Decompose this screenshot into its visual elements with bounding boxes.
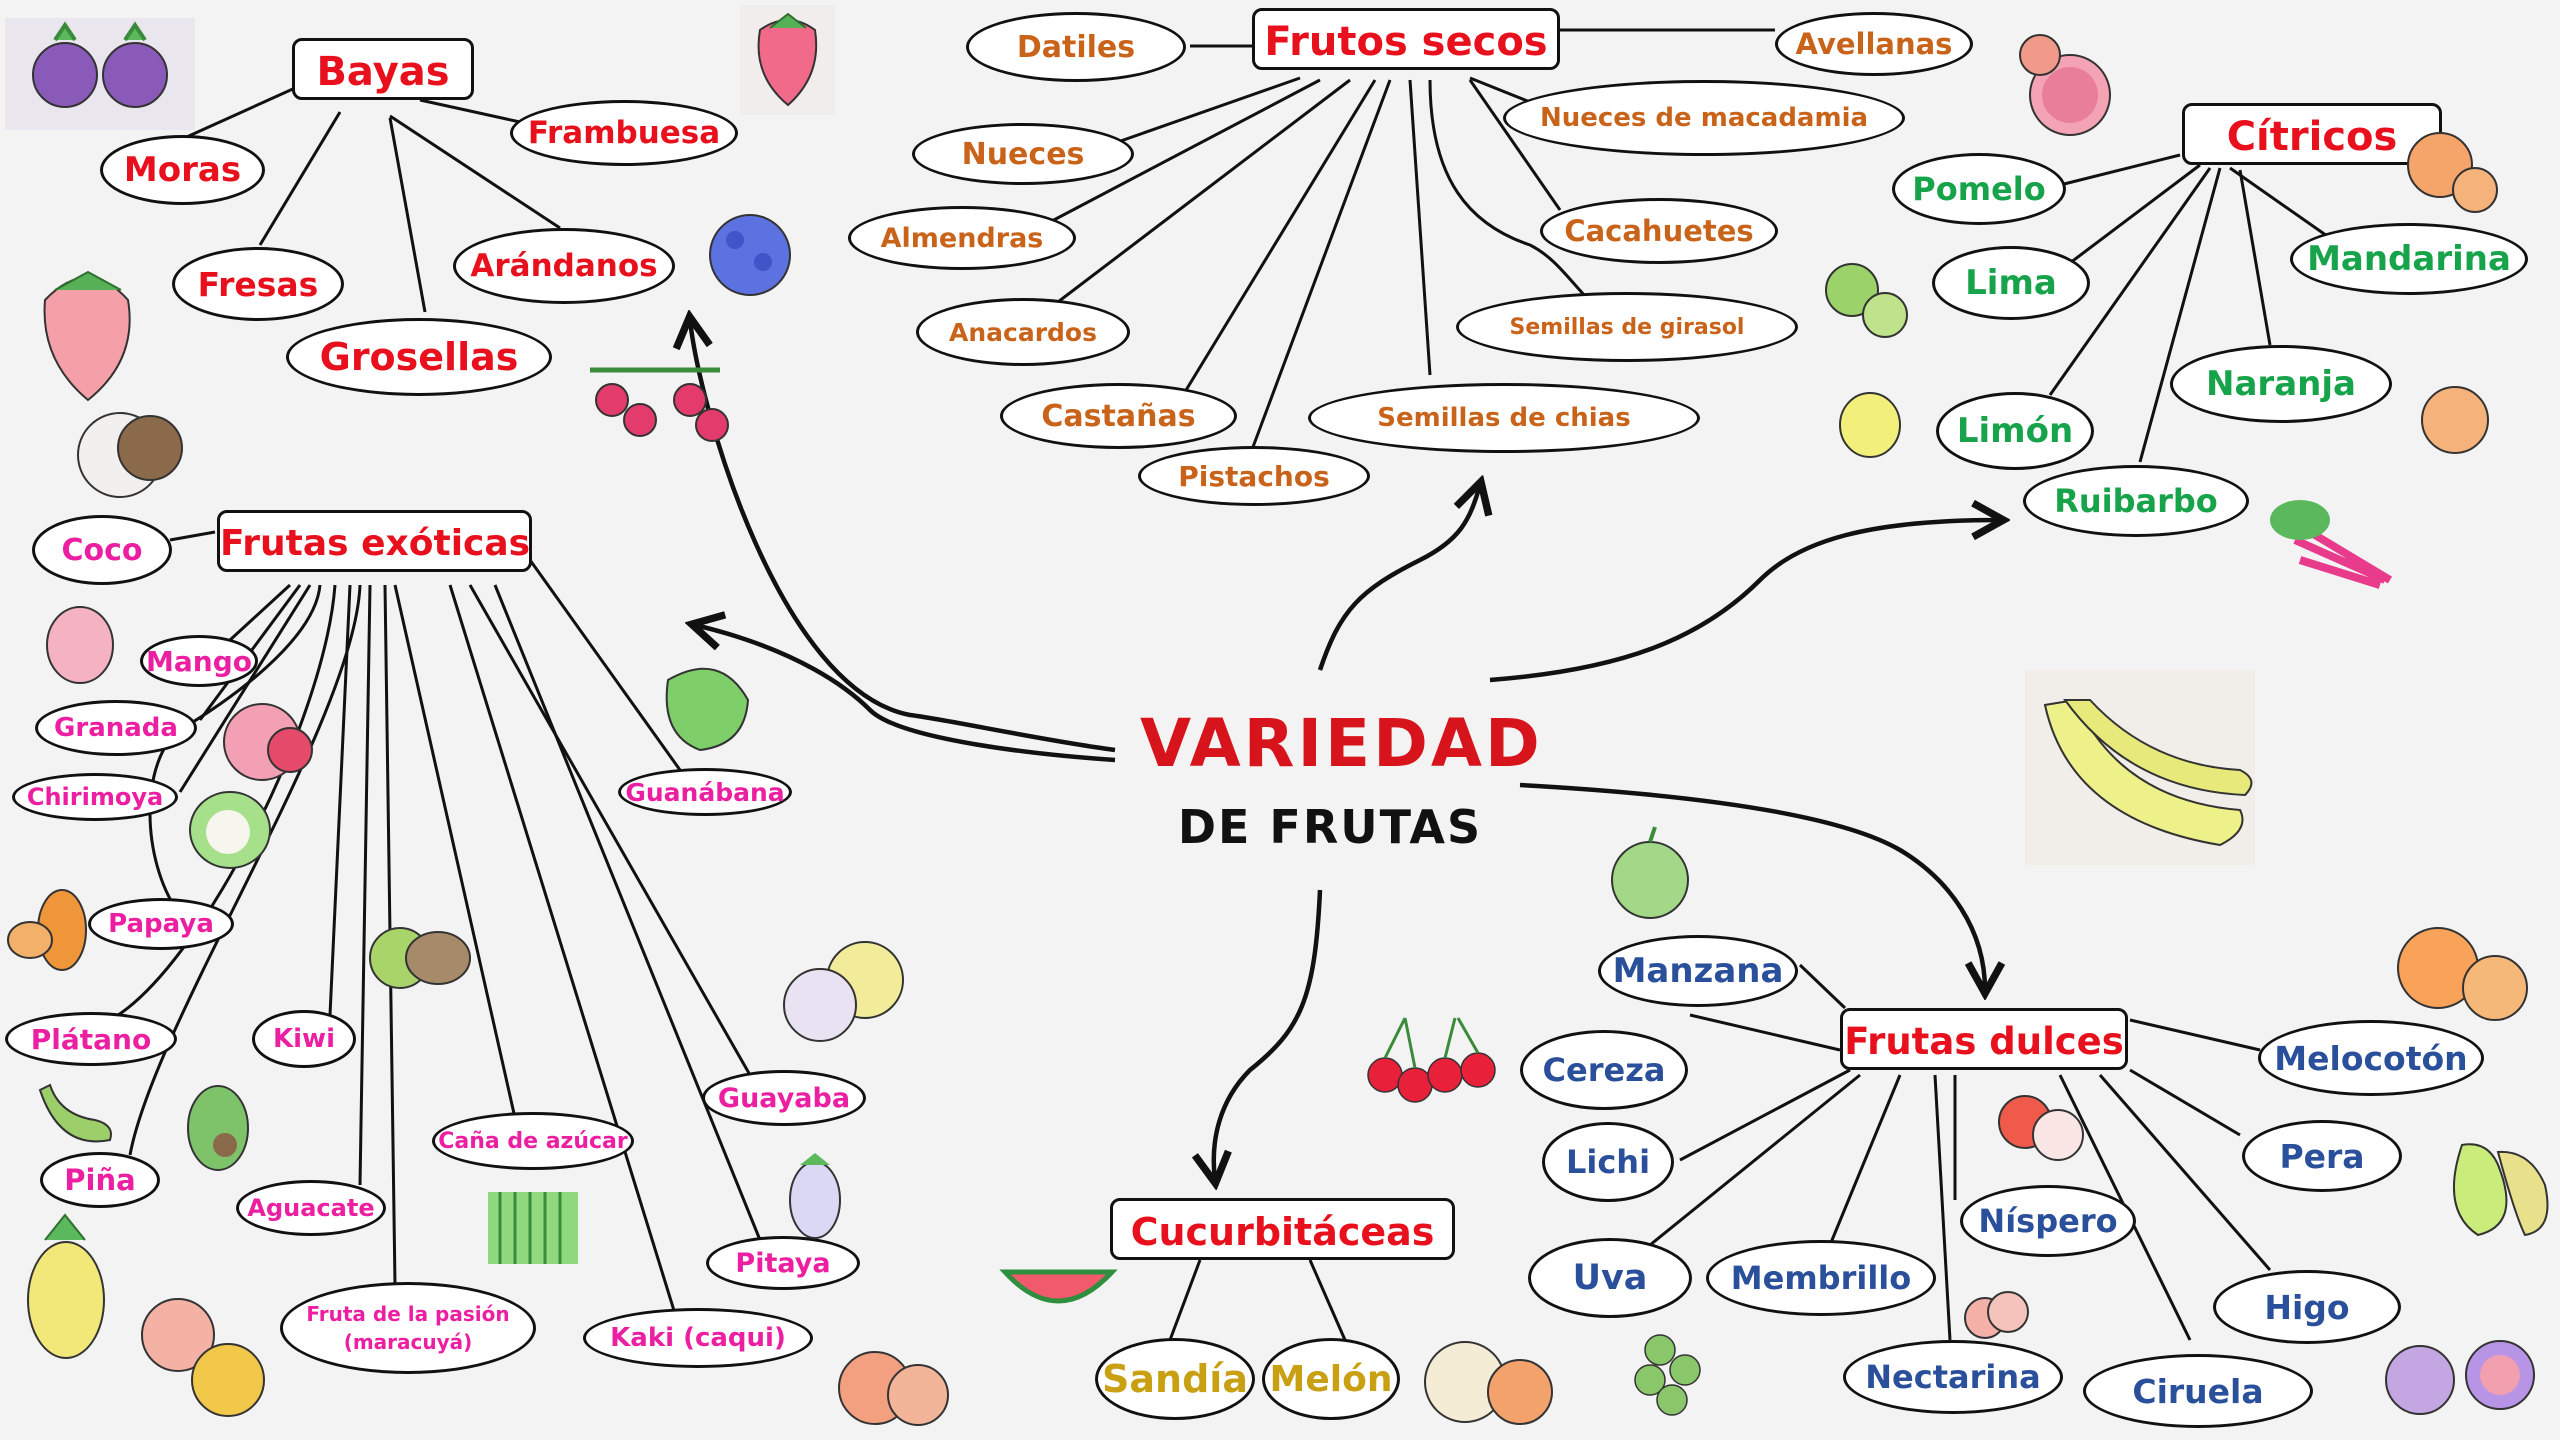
leaf-cereza[interactable]: Cereza bbox=[1520, 1030, 1688, 1110]
leaf-arandanos[interactable]: Arándanos bbox=[453, 228, 675, 304]
leaf-nueces-macadamia[interactable]: Nueces de macadamia bbox=[1503, 80, 1905, 156]
leaf-aguacate[interactable]: Aguacate bbox=[236, 1180, 386, 1236]
leaf-moras[interactable]: Moras bbox=[100, 135, 265, 205]
leaf-cacahuetes[interactable]: Cacahuetes bbox=[1540, 198, 1778, 264]
leaf-papaya[interactable]: Papaya bbox=[88, 898, 234, 950]
leaf-melocoton[interactable]: Melocotón bbox=[2258, 1020, 2484, 1096]
leaf-kiwi[interactable]: Kiwi bbox=[252, 1010, 356, 1068]
leaf-higo[interactable]: Higo bbox=[2213, 1270, 2401, 1344]
leaf-fruta-pasion-line2: (maracuyá) bbox=[343, 1330, 473, 1354]
leaf-semillas-chias[interactable]: Semillas de chias bbox=[1308, 383, 1700, 453]
leaf-chirimoya[interactable]: Chirimoya bbox=[12, 773, 178, 821]
leaf-naranja[interactable]: Naranja bbox=[2170, 345, 2392, 423]
leaf-pomelo[interactable]: Pomelo bbox=[1892, 153, 2066, 225]
leaf-melon[interactable]: Melón bbox=[1262, 1338, 1400, 1420]
leaf-nectarina[interactable]: Nectarina bbox=[1843, 1340, 2063, 1414]
leaf-uva[interactable]: Uva bbox=[1528, 1238, 1692, 1318]
leaf-frambuesa[interactable]: Frambuesa bbox=[510, 100, 738, 166]
leaf-grosellas[interactable]: Grosellas bbox=[286, 318, 552, 396]
category-citricos[interactable]: Cítricos bbox=[2182, 103, 2442, 165]
leaf-nueces[interactable]: Nueces bbox=[912, 123, 1134, 185]
map-subtitle: DE FRUTAS bbox=[1177, 800, 1483, 854]
leaf-mango[interactable]: Mango bbox=[140, 635, 258, 687]
leaf-coco[interactable]: Coco bbox=[32, 515, 172, 585]
leaf-kaki[interactable]: Kaki (caqui) bbox=[583, 1308, 813, 1368]
leaf-cana-azucar[interactable]: Caña de azúcar bbox=[432, 1112, 634, 1170]
leaf-limon[interactable]: Limón bbox=[1936, 392, 2094, 470]
leaf-fresas[interactable]: Fresas bbox=[172, 247, 344, 321]
leaf-sandia[interactable]: Sandía bbox=[1095, 1338, 1255, 1420]
leaf-ruibarbo[interactable]: Ruibarbo bbox=[2023, 465, 2249, 537]
leaf-lichi[interactable]: Lichi bbox=[1542, 1122, 1674, 1202]
leaf-almendras[interactable]: Almendras bbox=[848, 206, 1076, 270]
leaf-semillas-girasol[interactable]: Semillas de girasol bbox=[1456, 292, 1798, 362]
leaf-anacardos[interactable]: Anacardos bbox=[916, 298, 1130, 366]
leaf-datiles[interactable]: Datiles bbox=[966, 12, 1186, 82]
category-bayas[interactable]: Bayas bbox=[292, 38, 474, 100]
leaf-avellanas[interactable]: Avellanas bbox=[1775, 12, 1973, 76]
leaf-granada[interactable]: Granada bbox=[35, 700, 197, 756]
leaf-manzana[interactable]: Manzana bbox=[1598, 935, 1798, 1007]
leaf-fruta-pasion-line1: Fruta de la pasión bbox=[306, 1302, 510, 1326]
leaf-ciruela[interactable]: Ciruela bbox=[2083, 1354, 2313, 1428]
leaf-membrillo[interactable]: Membrillo bbox=[1706, 1240, 1936, 1316]
category-frutos-secos[interactable]: Frutos secos bbox=[1252, 8, 1560, 70]
leaf-castanas[interactable]: Castañas bbox=[1000, 383, 1237, 449]
category-cucurbitaceas[interactable]: Cucurbitáceas bbox=[1110, 1198, 1455, 1260]
leaf-pistachos[interactable]: Pistachos bbox=[1138, 446, 1370, 506]
leaf-nispero[interactable]: Níspero bbox=[1960, 1185, 2136, 1257]
category-exoticas[interactable]: Frutas exóticas bbox=[217, 510, 532, 572]
leaf-pitaya[interactable]: Pitaya bbox=[706, 1236, 860, 1290]
leaf-pera[interactable]: Pera bbox=[2242, 1120, 2402, 1192]
leaf-guanabana[interactable]: Guanábana bbox=[618, 768, 792, 816]
leaf-guayaba[interactable]: Guayaba bbox=[702, 1070, 866, 1126]
leaf-platano[interactable]: Plátano bbox=[5, 1012, 177, 1066]
leaf-mandarina[interactable]: Mandarina bbox=[2290, 223, 2528, 295]
category-dulces[interactable]: Frutas dulces bbox=[1840, 1008, 2128, 1070]
map-title: VARIEDAD bbox=[1140, 705, 1543, 782]
leaf-fruta-pasion[interactable]: Fruta de la pasión (maracuyá) bbox=[280, 1282, 536, 1374]
leaf-pina[interactable]: Piña bbox=[40, 1152, 160, 1208]
leaf-lima[interactable]: Lima bbox=[1932, 246, 2090, 320]
